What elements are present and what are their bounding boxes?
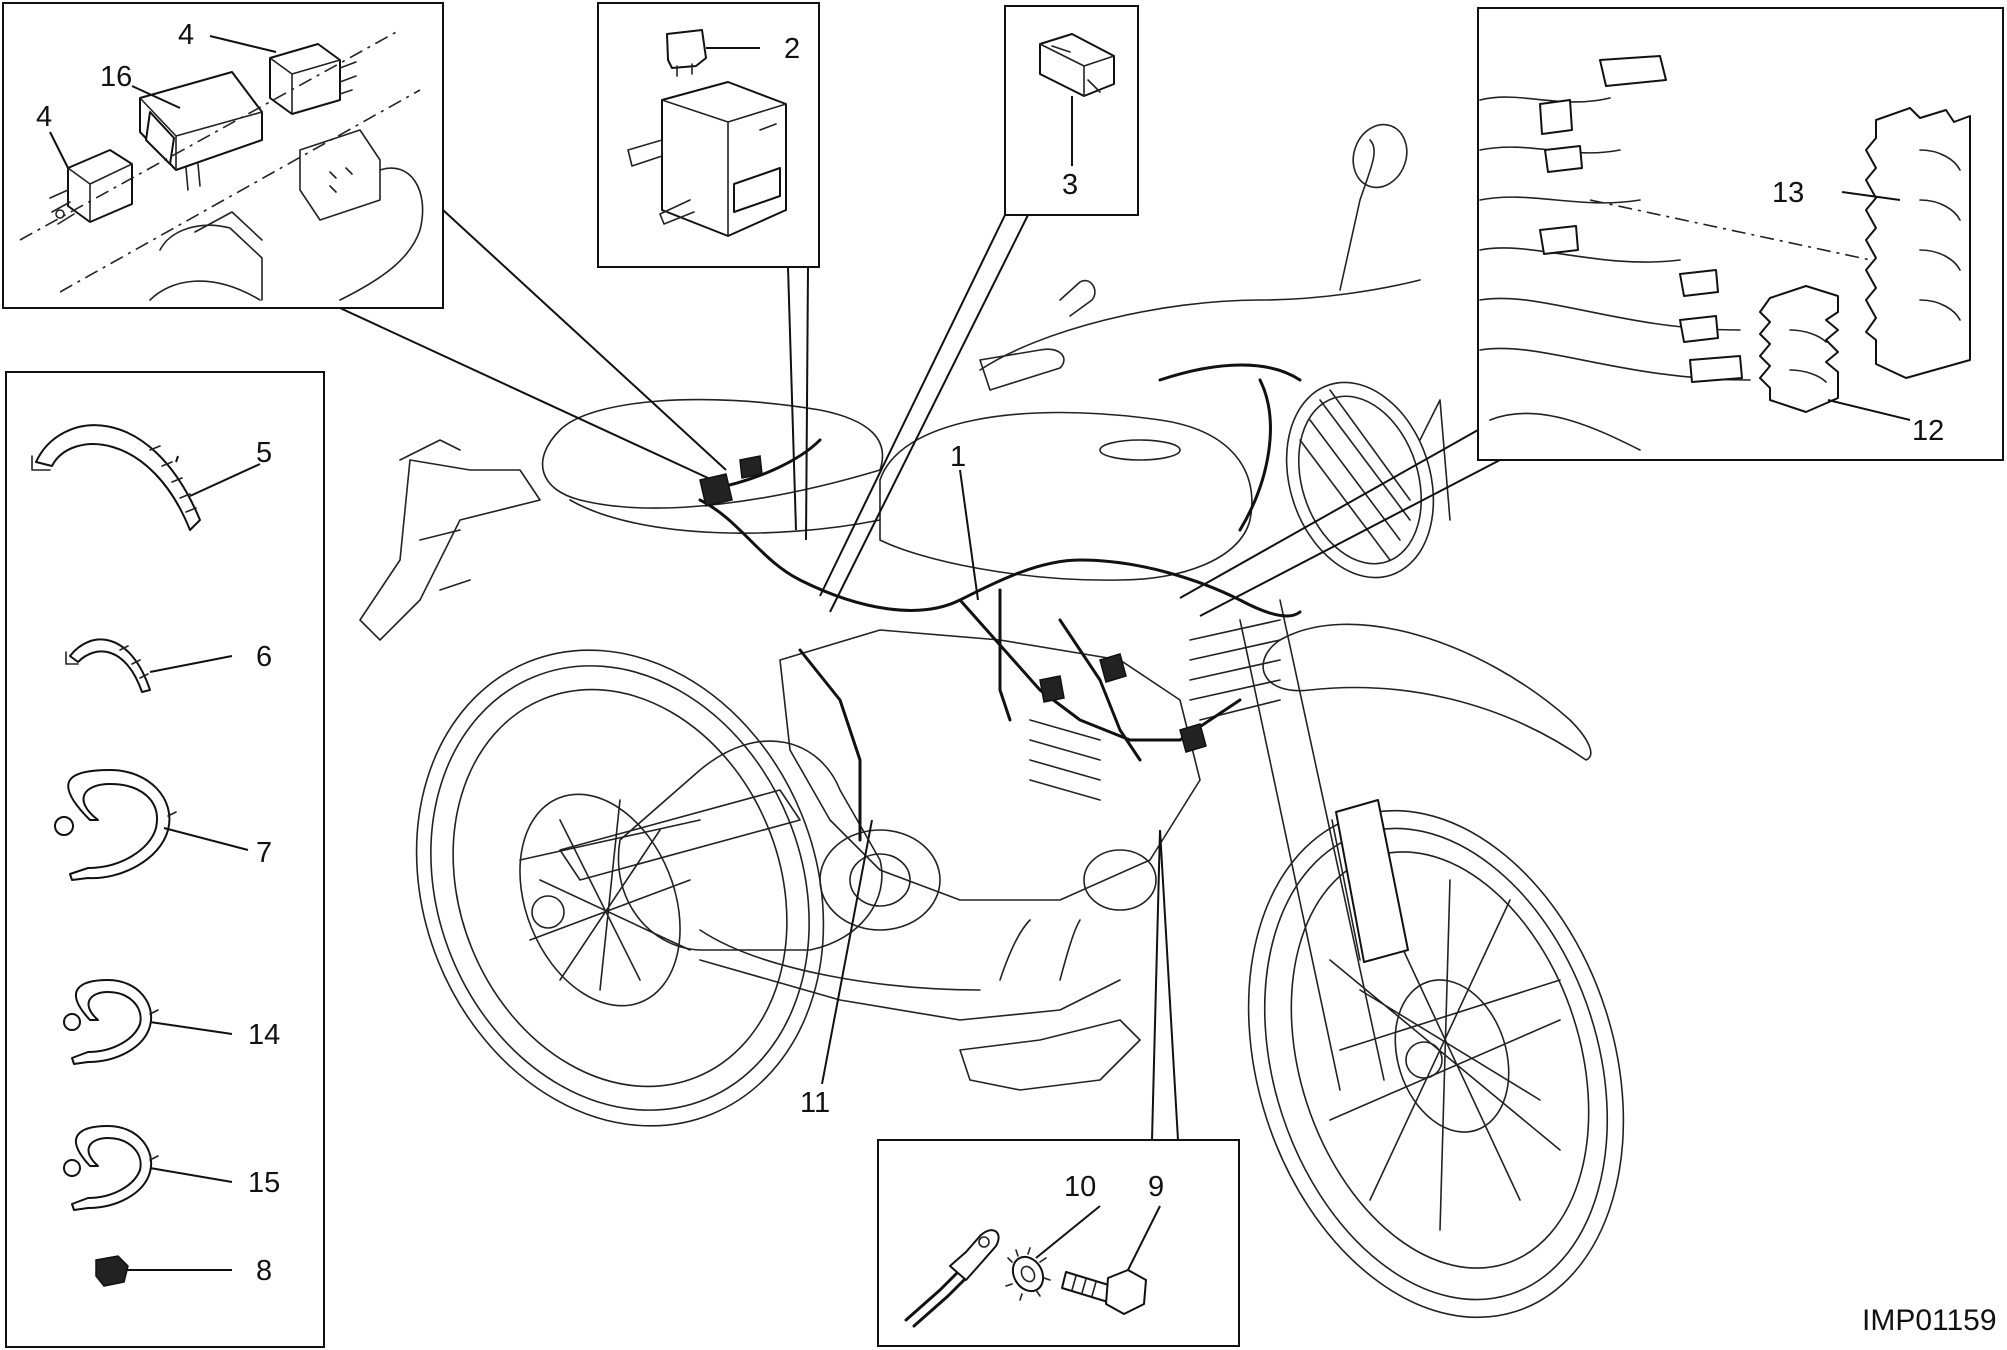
clamp-6-icon (65, 638, 151, 693)
headlamp (1285, 381, 1451, 579)
callout-1: 1 (950, 441, 966, 473)
flasher-unit-icon (139, 71, 263, 191)
callout-3: 3 (1062, 169, 1078, 201)
callout-15: 15 (248, 1167, 280, 1199)
leader-lines (49, 35, 1911, 1271)
image-code: IMP01159 (1862, 1304, 1997, 1337)
bolt-icon (1061, 1269, 1147, 1315)
connector-icon (1039, 33, 1115, 97)
callout-9: 9 (1148, 1171, 1164, 1203)
clamp-7-icon (54, 769, 177, 881)
cable-holder-large-icon (1865, 107, 1971, 379)
clamp-15-icon (63, 1125, 159, 1211)
callout-10: 10 (1064, 1171, 1096, 1203)
cable-holder-small-icon (1759, 285, 1839, 413)
clip-8-icon (95, 1255, 129, 1287)
clamp-14-icon (63, 979, 159, 1065)
callout-16: 16 (100, 61, 132, 93)
clamp-5-icon (31, 424, 201, 531)
connector-detail-box (1004, 5, 1139, 216)
callout-13: 13 (1772, 177, 1804, 209)
callout-5: 5 (256, 437, 272, 469)
callout-4-upper: 4 (178, 19, 194, 51)
ground-detail-box (877, 1139, 1240, 1347)
callout-14: 14 (248, 1019, 280, 1051)
callout-4-lower: 4 (36, 101, 52, 133)
fuse-icon (666, 29, 707, 77)
fuse-detail-box (597, 2, 820, 268)
main-wiring-harness (698, 363, 1302, 842)
clamps-detail-box (5, 371, 325, 1348)
serrated-washer-icon (1005, 1247, 1051, 1301)
callout-labels: 4 16 4 2 3 1 13 12 5 6 7 14 15 8 11 10 9… (36, 19, 1997, 1337)
ground-cable-icon (904, 1229, 1000, 1328)
relay-detail-box (2, 2, 444, 309)
front-wheel (1247, 809, 1625, 1319)
relay-lower-icon (49, 149, 133, 225)
callout-6: 6 (256, 641, 272, 673)
cable-holder-detail-box (1477, 7, 2004, 461)
callout-8: 8 (256, 1255, 272, 1287)
motorcycle-illustration (359, 123, 1625, 1319)
fuse-box-icon (627, 81, 787, 237)
callout-2: 2 (784, 33, 800, 65)
exhaust (617, 740, 1121, 1021)
relay-upper-icon (269, 43, 357, 115)
callout-11: 11 (800, 1087, 830, 1119)
callout-12: 12 (1912, 415, 1944, 447)
callout-7: 7 (256, 837, 272, 869)
